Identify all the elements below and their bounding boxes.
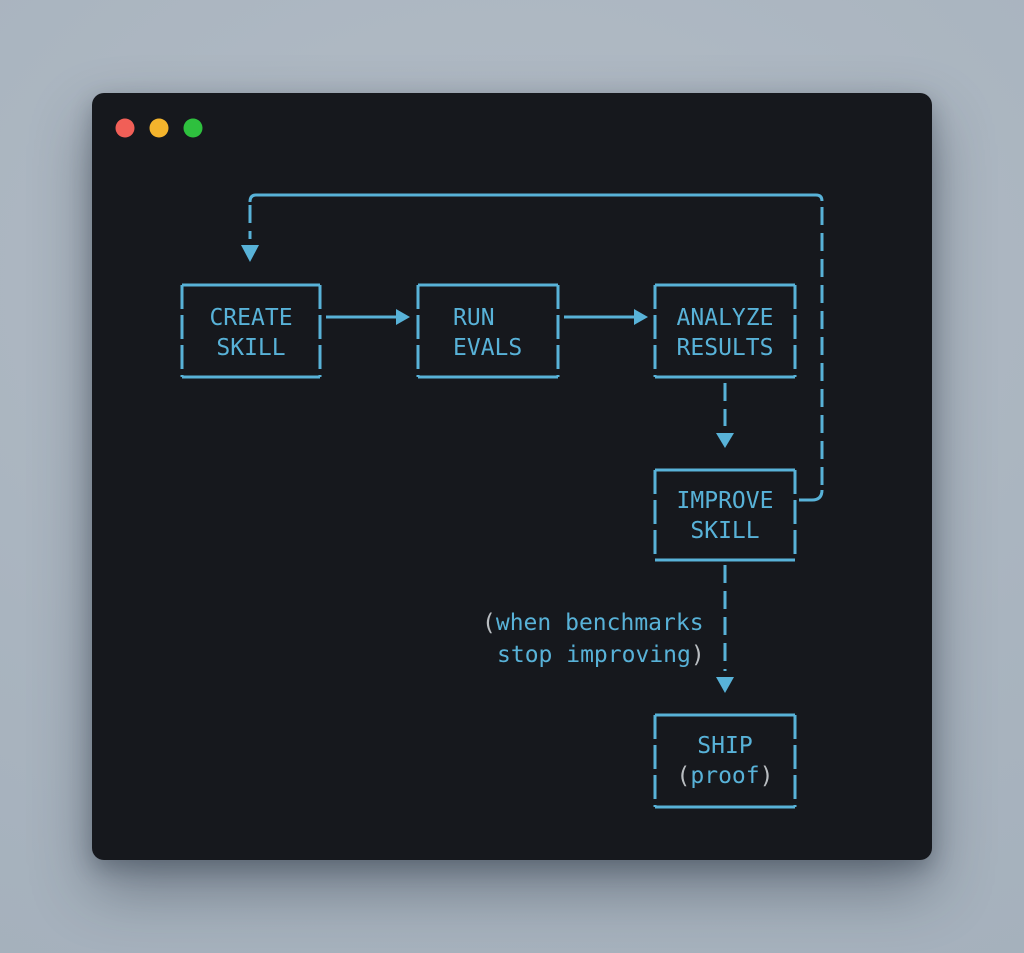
window-titlebar <box>115 118 203 138</box>
edge-run-to-analyze <box>564 309 648 325</box>
node-ship-proof: SHIP (proof) <box>653 713 797 809</box>
node-label: SHIP <box>697 733 752 759</box>
node-label: SKILL <box>690 518 759 544</box>
node-label: SKILL <box>216 335 285 361</box>
annotation-line1: (when benchmarks <box>482 610 704 636</box>
node-analyze-results: ANALYZE RESULTS <box>653 283 797 379</box>
edge-analyze-to-improve <box>716 383 734 448</box>
loop-stub-line <box>799 489 824 502</box>
node-label-word: proof <box>690 763 759 789</box>
node-label-paren: ) <box>760 763 774 789</box>
arrow-down-icon <box>716 433 734 448</box>
node-label: RESULTS <box>677 335 774 361</box>
close-button-icon[interactable] <box>115 118 135 138</box>
arrow-right-icon <box>396 309 410 325</box>
arrow-down-icon <box>716 677 734 693</box>
node-label-paren: ( <box>677 763 691 789</box>
edge-improve-to-create-loop <box>241 193 824 502</box>
node-create-skill: CREATE SKILL <box>180 283 322 379</box>
node-label: IMPROVE <box>677 488 774 514</box>
zoom-button-icon[interactable] <box>183 118 203 138</box>
minimize-button-icon[interactable] <box>149 118 169 138</box>
annotation-text: stop improving <box>497 642 691 668</box>
annotation-line2: stop improving) <box>497 642 705 668</box>
node-label: CREATE <box>209 305 292 331</box>
node-label: RUN <box>453 305 495 331</box>
edge-annotation: (when benchmarks stop improving) <box>482 610 705 668</box>
arrow-right-icon <box>634 309 648 325</box>
edge-create-to-run <box>326 309 410 325</box>
annotation-text: when benchmarks <box>496 610 704 636</box>
node-run-evals: RUN EVALS <box>416 283 560 379</box>
node-improve-skill: IMPROVE SKILL <box>653 468 797 562</box>
arrow-down-icon <box>241 245 259 262</box>
node-label: (proof) <box>677 763 774 789</box>
node-label: ANALYZE <box>677 305 774 331</box>
annotation-paren: ) <box>691 642 705 668</box>
node-label: EVALS <box>453 335 522 361</box>
flowchart-diagram: CREATE SKILL RUN EVALS <box>115 118 824 809</box>
edge-improve-to-ship <box>716 565 734 693</box>
terminal-window: CREATE SKILL RUN EVALS <box>92 93 932 860</box>
annotation-paren: ( <box>482 610 496 636</box>
loop-top-line <box>248 193 824 203</box>
